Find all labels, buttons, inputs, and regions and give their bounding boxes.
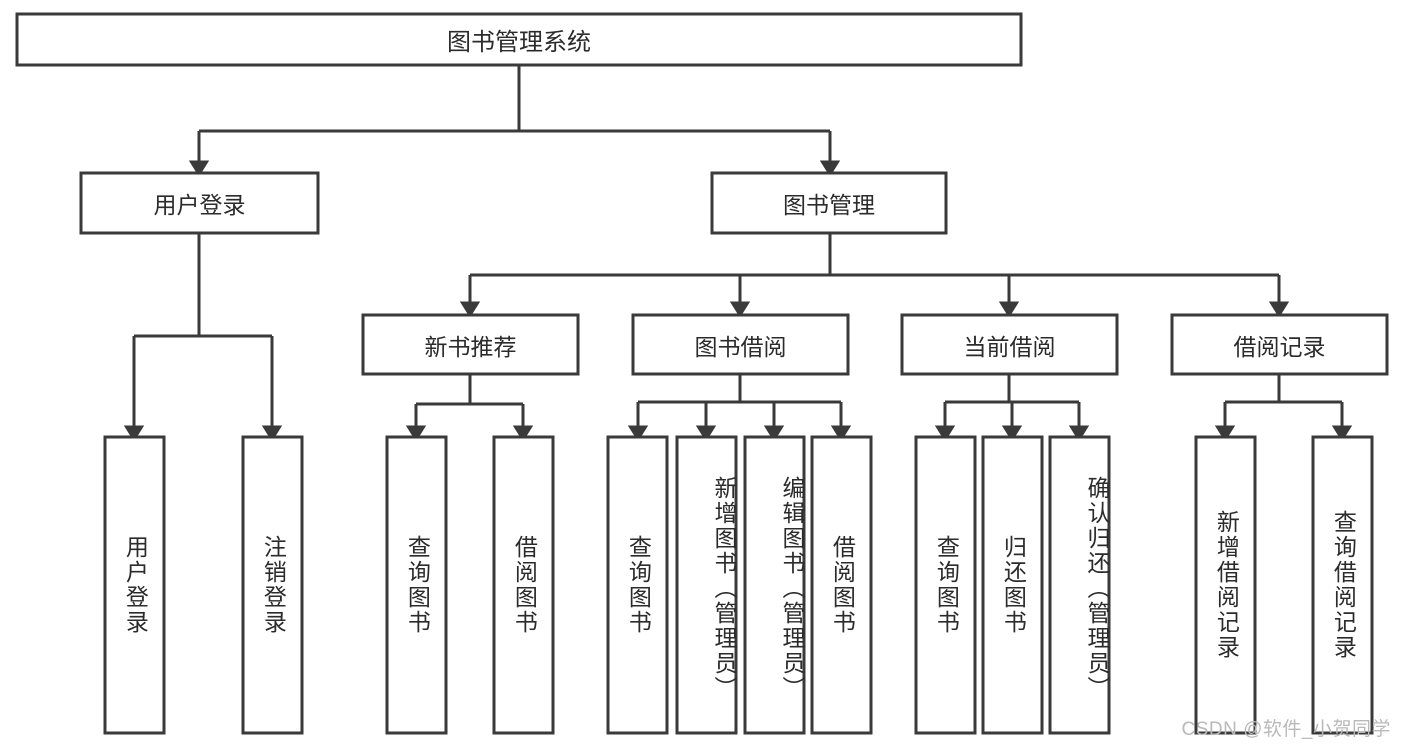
leaf-box-borrow-book-2[interactable] bbox=[675, 435, 738, 735]
leaf-box-borrow-book-4[interactable] bbox=[810, 435, 873, 735]
node-user-login-box[interactable] bbox=[79, 171, 320, 235]
leaf-box-borrow-book-3[interactable] bbox=[743, 435, 806, 735]
node-book-management-box[interactable] bbox=[710, 171, 948, 235]
leaf-box-borrow-record-1[interactable] bbox=[1194, 435, 1257, 735]
leaf-box-current-borrow-3[interactable] bbox=[1048, 435, 1111, 735]
node-current-borrow-box[interactable] bbox=[900, 313, 1119, 376]
leaf-box-borrow-record-2[interactable] bbox=[1311, 435, 1374, 735]
leaf-box-current-borrow-1[interactable] bbox=[914, 435, 977, 735]
csdn-watermark: CSDN @软件_小贺同学 bbox=[1181, 719, 1391, 740]
leaf-box-new-book-2[interactable] bbox=[492, 435, 555, 735]
node-root-box[interactable] bbox=[15, 12, 1023, 67]
node-borrow-record-box[interactable] bbox=[1170, 313, 1389, 376]
leaf-box-current-borrow-2[interactable] bbox=[981, 435, 1044, 735]
node-new-book-box[interactable] bbox=[361, 313, 580, 376]
leaf-box-borrow-book-1[interactable] bbox=[606, 435, 669, 735]
leaf-box-new-book-1[interactable] bbox=[385, 435, 448, 735]
leaf-box-user-login-1[interactable] bbox=[103, 435, 166, 735]
leaf-box-user-login-2[interactable] bbox=[241, 435, 304, 735]
node-borrow-book-box[interactable] bbox=[631, 313, 850, 376]
